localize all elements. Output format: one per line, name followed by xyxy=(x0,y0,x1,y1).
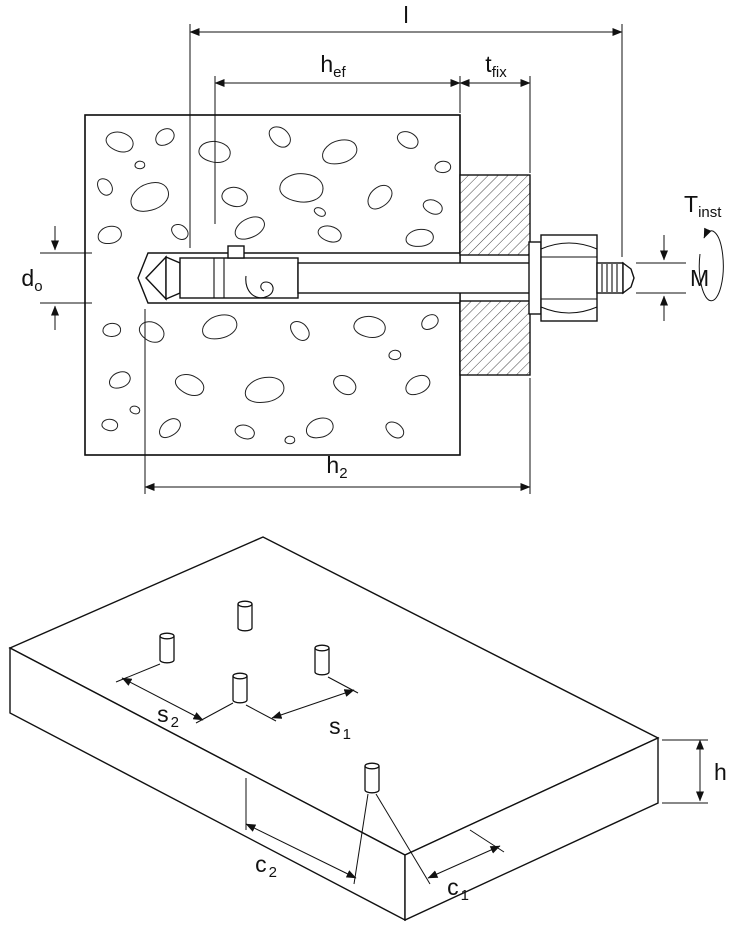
anchor-stud xyxy=(314,644,330,676)
hex-nut xyxy=(540,234,598,322)
stud-tip xyxy=(622,261,635,295)
anchor-bolt xyxy=(145,234,635,322)
label-member-thickness: h xyxy=(714,759,727,785)
label-embedment-depth: hef xyxy=(320,51,346,81)
label-hole-depth: h2 xyxy=(326,452,347,482)
label-install-torque: Tinst xyxy=(684,191,722,221)
threaded-end xyxy=(596,261,635,295)
hatching-lower xyxy=(459,300,531,376)
dim-hole-depth: h2 xyxy=(144,309,531,494)
anchor-stud xyxy=(364,762,380,794)
washer xyxy=(528,241,542,315)
dim-drill-diameter: do xyxy=(21,226,92,330)
expansion-clip xyxy=(245,275,274,299)
section-view: l hef tfix h2 do xyxy=(21,2,724,494)
torque-annotation: Tinst xyxy=(684,191,724,302)
fixture-plate xyxy=(459,174,531,376)
anchor-stud xyxy=(159,632,175,664)
dim-member-thickness: h xyxy=(662,739,727,804)
dim-fixture-thickness: tfix xyxy=(459,51,531,173)
anchor-stud xyxy=(232,672,248,704)
cone-neck xyxy=(165,255,181,301)
label-total-length: l xyxy=(403,2,408,28)
dim-thread-size: M xyxy=(636,235,709,321)
anchor-rod xyxy=(297,262,531,294)
hatching-upper xyxy=(459,174,531,256)
dim-total-length: l xyxy=(189,2,623,257)
label-drill-diameter: do xyxy=(21,265,42,295)
label-fixture-thickness: tfix xyxy=(485,51,507,81)
dim-embedment-depth: hef xyxy=(214,51,461,224)
expansion-sleeve xyxy=(179,245,299,299)
anchor-stud xyxy=(237,600,253,632)
torque-rotation-arrow xyxy=(698,227,724,302)
